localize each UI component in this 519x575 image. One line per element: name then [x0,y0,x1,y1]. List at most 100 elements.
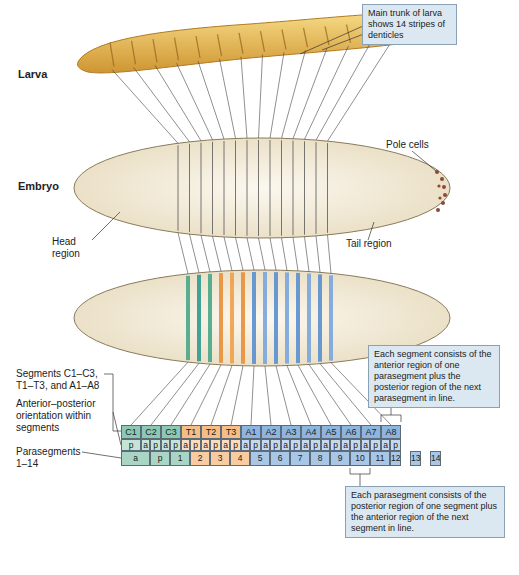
table-cell: p [210,439,221,451]
callout-box: Main trunk of larva shows 14 stripes of … [362,4,457,45]
correspondence-line [276,366,291,425]
pole-cells [435,170,447,212]
colored-stripe [208,274,212,362]
colored-stripe [186,276,190,360]
table-cell: a [341,439,350,451]
generated-art [110,21,394,486]
table-cell: A3 [281,425,301,439]
denticle-stripe [261,31,265,51]
embryo-stripe [258,140,259,236]
text-label: Parasegments 1–14 [16,446,86,470]
correspondence-line [236,238,244,271]
denticle-stripe [239,33,243,54]
embryo-stripe [293,141,294,236]
table-cell: p [270,439,281,451]
denticle-stripe [153,39,157,62]
table-cell: A8 [381,425,401,439]
callout-box: Each parasegment consists of the posteri… [345,486,505,538]
embryo-stripe [224,141,225,235]
embryo-stripe [189,144,190,232]
table-cell: 14 [430,451,441,466]
embryo-stripe [178,145,179,230]
correspondence-line [211,365,232,425]
embryo-stripe [201,143,202,234]
pole-cell [436,208,440,212]
colored-stripe [296,273,300,363]
embryo-stripe [247,140,248,236]
colored-stripe [241,272,245,364]
correspondence-line [293,237,298,271]
correspondence-line [201,235,210,272]
table-cell: 13 [410,451,421,466]
correspondence-line [213,236,222,271]
correspondence-line [328,42,392,141]
table-cell: A2 [261,425,281,439]
correspondence-line [270,52,284,138]
segment-bracket [381,415,401,422]
table-cell: a [161,439,170,451]
denticle-stripe [218,34,222,55]
callout-text: Main trunk of larva shows 14 stripes of … [368,8,451,41]
colored-stripe [285,272,289,363]
correspondence-line [134,67,190,141]
text-label: Segments C1–C3, T1–T3, and A1–A8 [16,368,116,392]
leader-line [368,222,374,240]
leader-line [412,151,436,171]
pole-cell [441,201,445,205]
callout-box: Each segment consists of the anterior re… [368,345,500,408]
table-cell: a [241,439,250,451]
table-cell: 6 [270,451,290,466]
correspondence-line [305,237,310,272]
text-label: Embryo [18,180,78,193]
table-cell: p [390,439,401,451]
table-cell: p [250,439,261,451]
correspondence-line [251,366,254,425]
correspondence-line [112,70,178,144]
embryo-stripe [235,140,236,235]
correspondence-line [155,65,201,140]
correspondence-line [231,366,243,425]
table-cell: 8 [310,451,330,466]
table-cell: T1 [181,425,201,439]
correspondence-line [177,63,213,140]
correspondence-line [282,50,306,138]
correspondence-line [220,59,236,139]
table-cell: a [301,439,310,451]
table-cell: p [150,439,161,451]
callout-text: Each segment consists of the anterior re… [374,349,494,404]
correspondence-line [224,237,232,271]
table-cell: p [230,439,241,451]
table-cell: A6 [341,425,361,439]
table-cell: C2 [141,425,161,439]
correspondence-line [320,364,371,425]
table-cell: 1 [170,451,190,466]
pole-cell [438,196,441,199]
table-cell: p [121,439,141,451]
pole-cell [442,185,446,189]
leader-line [322,35,362,50]
table-cell: p [290,439,301,451]
table-cell: a [141,439,150,451]
correspondence-line [191,365,221,425]
table-cell: a [381,439,390,451]
table-cell: a [361,439,370,451]
table-cell: 9 [330,451,350,466]
parasegment-bracket [350,468,370,474]
correspondence-line [259,55,263,138]
table-cell: 7 [290,451,310,466]
leader-line [391,408,392,415]
correspondence-line [265,366,271,425]
table-cell: a [281,439,290,451]
table-cell: a [121,451,150,466]
embryo-stripe [304,141,305,234]
text-label: Larva [18,68,78,81]
leader-line [92,212,120,240]
embryo-outline [74,138,450,238]
correspondence-line [131,362,188,425]
denticle-stripe [132,41,136,65]
denticle-stripe [304,28,308,47]
correspondence-line [151,363,199,425]
correspondence-line [270,238,276,270]
correspondence-line [293,48,327,139]
table-cell: A1 [241,425,261,439]
